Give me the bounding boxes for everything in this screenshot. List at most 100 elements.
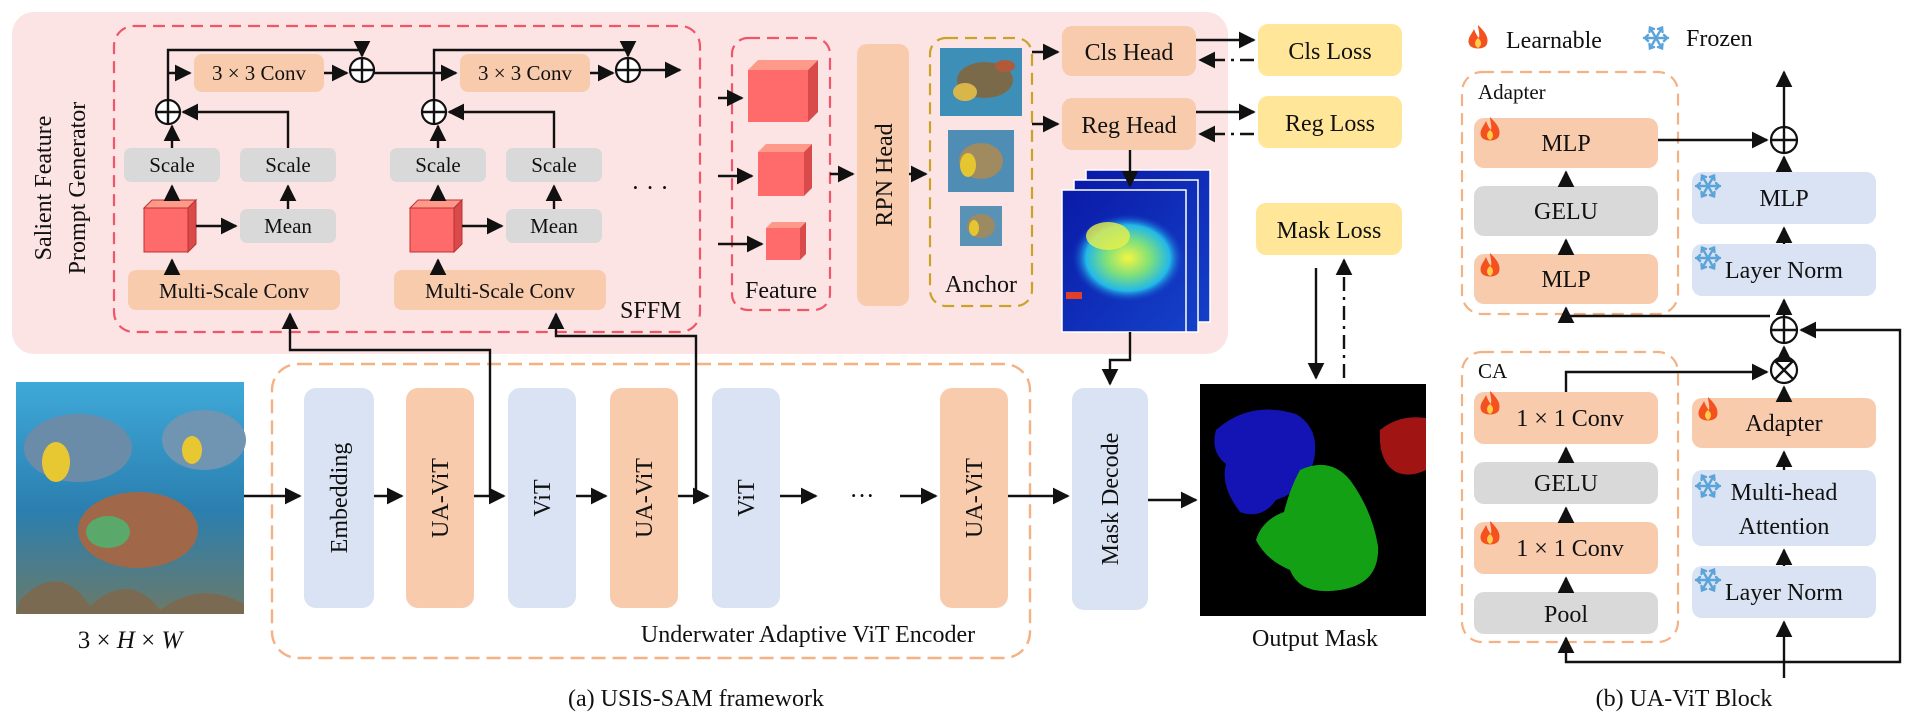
ca-pool (1474, 592, 1658, 634)
sfpg-label-line2: Prompt Generator (65, 102, 91, 275)
vit-label-2: ViT (734, 479, 760, 517)
add-node-1a-cross (156, 100, 180, 124)
ua-vit-label-2: UA-ViT (632, 458, 658, 538)
frozen-layer-norm-top (1692, 244, 1876, 296)
legend: Learnable Frozen (1468, 25, 1753, 54)
input-image (16, 382, 246, 614)
adapter-mlp-top-label: MLP (1541, 131, 1590, 157)
ms-conv-label-1: Multi-Scale Conv (159, 279, 309, 303)
multi-head-attention (1692, 470, 1876, 546)
ms-conv-block-2 (394, 270, 606, 310)
sffm-unit-2: 3 × 3 Conv Scale Scale Mean Multi-Scale … (374, 40, 682, 310)
sffm-label: SFFM (620, 298, 681, 324)
anchor-label: Anchor (945, 272, 1017, 298)
conv3x3-block-1 (194, 54, 324, 92)
ca-conv-bottom (1474, 522, 1658, 574)
ms-conv-label-2: Multi-Scale Conv (425, 279, 575, 303)
mean-block-1 (240, 209, 336, 243)
caption-a: (a) USIS-SAM framework (568, 686, 824, 712)
caption-b: (b) UA-ViT Block (1596, 686, 1773, 712)
anchor-fish-medium (948, 130, 1014, 192)
scale-block-1b (240, 148, 336, 182)
snowflake-icon (1642, 26, 1670, 50)
feature-cube-1 (143, 199, 197, 253)
ca-gelu-label: GELU (1534, 471, 1598, 497)
block-adapter (1692, 398, 1876, 448)
scale-label-1b: Scale (265, 153, 310, 177)
reg-loss-block (1258, 96, 1402, 148)
adapter-mlp-bottom-label: MLP (1541, 267, 1590, 293)
ca-gelu (1474, 462, 1658, 504)
mean-block-2 (506, 209, 602, 243)
mha-label-line2: Attention (1739, 514, 1830, 540)
mask-loss-block (1256, 203, 1402, 255)
adapter-gelu (1474, 186, 1658, 236)
saliency-heatmap (1061, 169, 1211, 333)
block-adapter-label: Adapter (1745, 411, 1822, 437)
reg-head-label: Reg Head (1081, 113, 1176, 139)
ca-pool-label: Pool (1544, 602, 1588, 628)
sffm-unit-1: 3 × 3 Conv Scale Scale Mean Multi-Scale … (124, 40, 376, 310)
rpn-head-label: RPN Head (872, 123, 898, 226)
vit-block-2 (712, 388, 780, 608)
frozen-layer-norm-top-label: Layer Norm (1725, 258, 1843, 284)
anchor-group (928, 36, 1034, 308)
add-node-2a-cross (422, 100, 446, 124)
vit-label-1: ViT (530, 479, 556, 517)
ua-vit-label-1: UA-ViT (428, 458, 454, 538)
mask-loss-label: Mask Loss (1277, 218, 1382, 244)
conv3x3-block-2 (460, 54, 590, 92)
reg-loss-label: Reg Loss (1285, 111, 1375, 137)
scale-label-2a: Scale (415, 153, 460, 177)
feature-label: Feature (745, 278, 817, 304)
legend-frozen: Frozen (1686, 26, 1753, 52)
frozen-layer-norm-bottom (1692, 566, 1876, 618)
feature-cube-2 (409, 199, 463, 253)
embedding-label: Embedding (327, 443, 353, 554)
mean-label-2: Mean (530, 214, 578, 238)
feature-pyramid (748, 60, 818, 260)
adapter-gelu-label: GELU (1534, 199, 1598, 225)
output-mask-label: Output Mask (1252, 626, 1378, 652)
adapter-mlp-top (1474, 118, 1658, 168)
ca-conv-bottom-label: 1 × 1 Conv (1516, 536, 1624, 562)
scale-block-1a (124, 148, 220, 182)
ms-conv-block-1 (128, 270, 340, 310)
frozen-mlp-label: MLP (1759, 186, 1808, 212)
ua-vit-label-3: UA-ViT (962, 458, 988, 538)
ua-vit-block-1 (406, 388, 474, 608)
scale-label-1a: Scale (149, 153, 194, 177)
frozen-layer-norm-bottom-label: Layer Norm (1725, 580, 1843, 606)
sffm-group (112, 24, 702, 334)
cls-loss-label: Cls Loss (1288, 39, 1371, 65)
scale-block-2a (390, 148, 486, 182)
reg-head-block (1062, 98, 1196, 150)
output-mask-image (1200, 384, 1426, 616)
encoder-dots: ··· (850, 483, 875, 510)
scale-label-2b: Scale (531, 153, 576, 177)
mha-label-line1: Multi-head (1731, 480, 1838, 506)
ua-vit-block-3 (940, 388, 1008, 608)
adapter-group (1460, 70, 1680, 316)
mask-decode-block (1072, 388, 1148, 610)
frozen-mlp (1692, 172, 1876, 224)
sffm-continuation-dots: · · · (631, 175, 668, 202)
rpn-head-block (857, 44, 909, 306)
add-node-1b-cross (350, 58, 374, 82)
input-size-label: 3 × H × W (78, 627, 185, 654)
cls-head-label: Cls Head (1085, 40, 1174, 66)
adapter-mlp-bottom (1474, 254, 1658, 304)
flame-icon (1468, 25, 1488, 49)
embedding-block (304, 388, 374, 608)
sfpg-region (12, 12, 1228, 354)
sfpg-label-line1: Salient Feature (31, 116, 57, 261)
encoder-caption: Underwater Adaptive ViT Encoder (641, 622, 975, 648)
ca-group-label: CA (1478, 359, 1508, 383)
encoder-group (270, 362, 1032, 660)
anchor-fish-small (960, 206, 1002, 246)
mean-label-1: Mean (264, 214, 312, 238)
scale-block-2b (506, 148, 602, 182)
conv3x3-label-1: 3 × 3 Conv (212, 61, 307, 85)
conv3x3-label-2: 3 × 3 Conv (478, 61, 573, 85)
